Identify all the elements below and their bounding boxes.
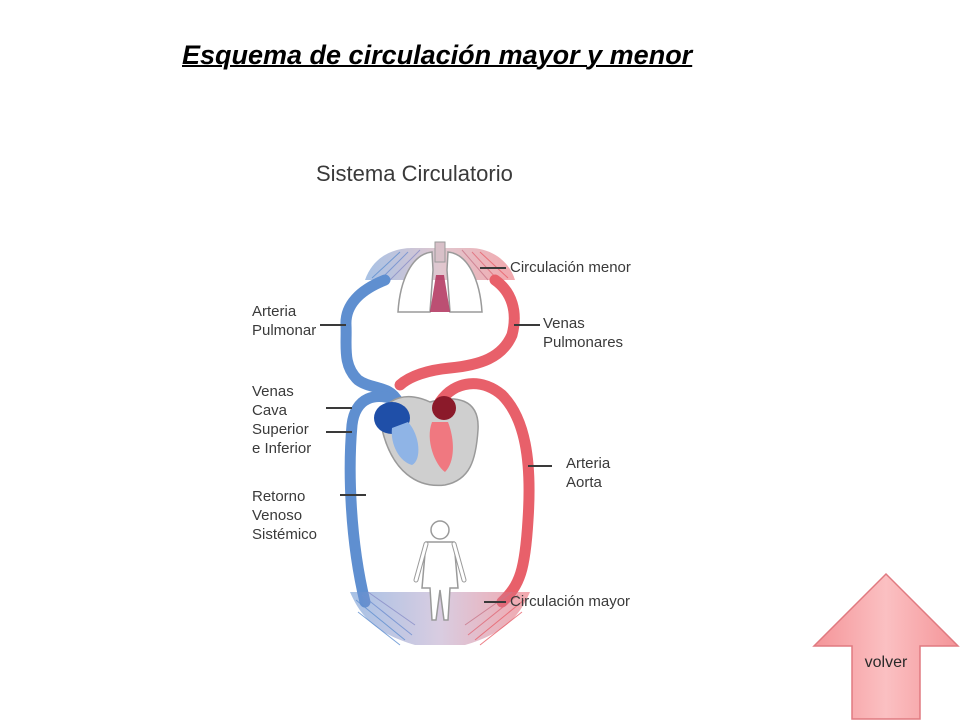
left-ventricle [429,422,453,472]
label-circulacion-menor: Circulación menor [510,259,631,276]
label-arteria-pulmonar: Arteria Pulmonar [252,303,317,339]
volver-label[interactable]: volver [864,654,908,671]
leader-lines [320,267,552,603]
up-arrow-icon [812,572,960,720]
pulmonary-capillary-bed [365,248,515,281]
systemic-capillary-bed [350,591,530,646]
aorta-vessel [434,378,535,608]
pulmonary-veins [394,274,520,391]
left-atrium [432,396,456,420]
circulatory-diagram: Sistema Circulatorio Circulación menor A… [240,140,680,670]
slide-title: Esquema de circulación mayor y menor [182,40,693,70]
vena-cava-vessel [344,391,406,608]
label-venas-cava: Venas Cava Superior e Inferior [252,383,312,457]
label-circulacion-mayor: Circulación mayor [510,593,631,610]
label-arteria-aorta: Arteria Aorta [566,455,611,491]
right-ventricle [391,422,419,465]
label-retorno-venoso: Retorno Venoso Sistémico [252,488,318,543]
human-figure [413,520,467,621]
diagram-title: Sistema Circulatorio [316,161,513,186]
lungs [397,241,483,313]
pulmonary-artery [340,274,404,408]
label-venas-pulmonares: Venas Pulmonares [543,315,624,351]
heart [374,395,479,487]
volver-button[interactable]: volver [812,572,960,720]
circulatory-diagram-graphic [320,241,552,646]
